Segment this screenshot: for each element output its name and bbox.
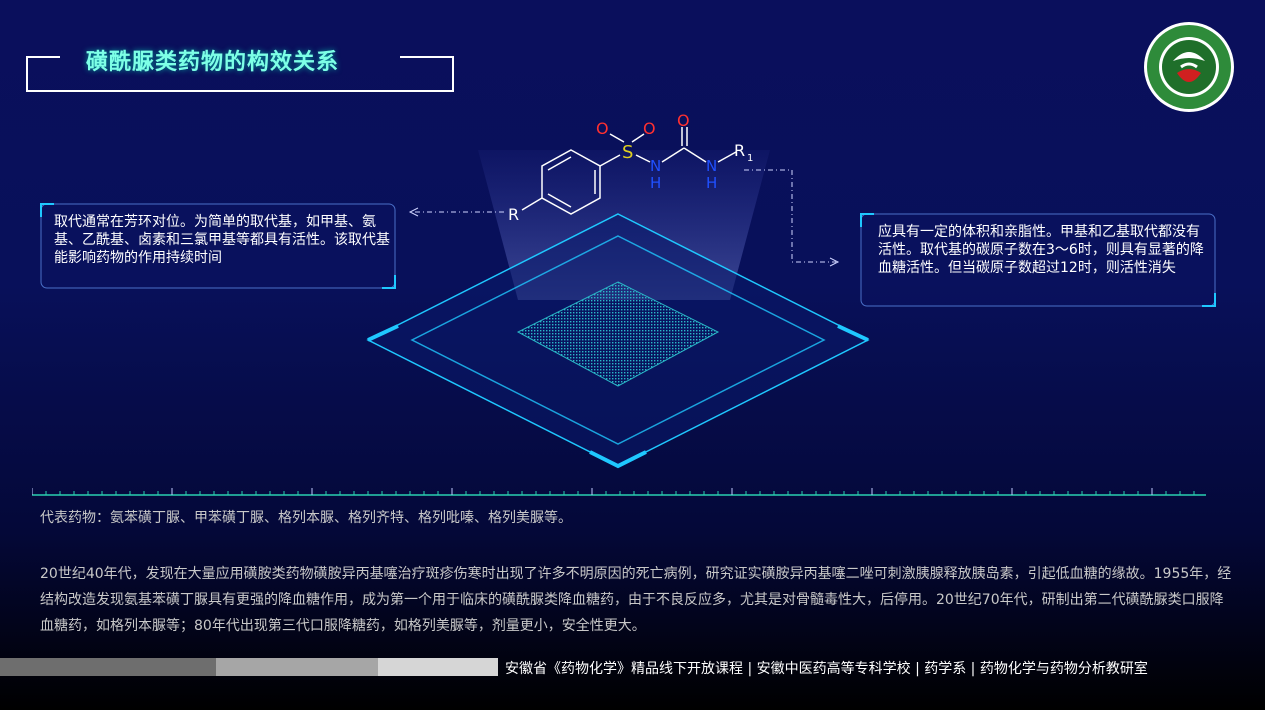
bond-ring-r: [521, 197, 543, 211]
representative-drugs: 代表药物：氨苯磺丁脲、甲苯磺丁脲、格列本脲、格列齐特、格列吡嗪、格列美脲等。: [40, 510, 572, 526]
timeline-ruler: [32, 488, 1206, 496]
platform-corner-left: [367, 324, 399, 342]
atom-hydrogen: H: [706, 174, 717, 192]
bond-s-o: [631, 133, 645, 143]
platform-core: [516, 281, 720, 387]
atom-oxygen: O: [643, 119, 656, 138]
title-frame-gap: [60, 44, 400, 70]
callout-r1-substituent: 应具有一定的体积和亲脂性。甲基和乙基取代都没有活性。取代基的碳原子数在3～6时，…: [860, 213, 1216, 307]
callout-right-text: 应具有一定的体积和亲脂性。甲基和乙基取代都没有活性。取代基的碳原子数在3～6时，…: [878, 224, 1204, 276]
footer-text: 安徽省《药物化学》精品线下开放课程 | 安徽中医药高等专科学校 | 药学系 | …: [505, 661, 1148, 677]
bond-n-c: [661, 147, 685, 163]
footer-bars: [0, 658, 498, 676]
substituent-r: R: [508, 205, 519, 224]
arrow-right-icon: [829, 257, 840, 267]
history-text: 20世纪40年代，发现在大量应用磺胺类药物磺胺异丙基噻治疗斑疹伤寒时出现了许多不…: [40, 561, 1232, 639]
footer-bar-light: [378, 658, 498, 676]
atom-sulfur: S: [622, 142, 633, 163]
history-paragraph: 20世纪40年代，发现在大量应用磺胺类药物磺胺异丙基噻治疗斑疹伤寒时出现了许多不…: [40, 566, 1232, 634]
atom-nitrogen: N: [650, 157, 661, 175]
bond-s-n: [635, 154, 651, 163]
college-seal-logo: [1144, 22, 1234, 112]
atom-hydrogen: H: [650, 174, 661, 192]
platform-middle: [410, 235, 826, 445]
atom-nitrogen: N: [706, 157, 717, 175]
footer-bar-mid: [216, 658, 378, 676]
sar-diagram: S O O O N H N H R R 1: [366, 111, 870, 469]
ring-double-bond: [547, 156, 572, 171]
bond-c-n: [683, 147, 707, 163]
logo-wave-icon: [1180, 62, 1198, 69]
atom-oxygen: O: [596, 119, 609, 138]
footer-bar-dark: [0, 658, 216, 676]
callout-left-text: 取代通常在芳环对位。为简单的取代基，如甲基、氨基、乙酰基、卤素和三氯甲基等都具有…: [54, 214, 390, 266]
logo-leaf-icon: [1173, 52, 1205, 61]
bond-s-o: [609, 133, 625, 143]
pointer-right: [744, 169, 836, 263]
platform-corner-bottom: [589, 450, 647, 469]
substituent-r1: R: [734, 141, 745, 160]
platform-corner-right: [837, 324, 869, 342]
bond-ring-s: [599, 154, 621, 167]
bond-n-r1: [717, 151, 737, 163]
logo-flame-icon: [1177, 69, 1201, 82]
ring-double-bond: [547, 193, 572, 208]
callout-r-substituent: 取代通常在芳环对位。为简单的取代基，如甲基、氨基、乙酰基、卤素和三氯甲基等都具有…: [40, 203, 396, 289]
atom-oxygen: O: [677, 111, 690, 130]
page-title: 磺酰脲类药物的构效关系: [86, 50, 340, 75]
arrow-left-icon: [408, 207, 419, 217]
substituent-r1-subscript: 1: [747, 153, 753, 164]
logo-inner: [1162, 40, 1216, 94]
